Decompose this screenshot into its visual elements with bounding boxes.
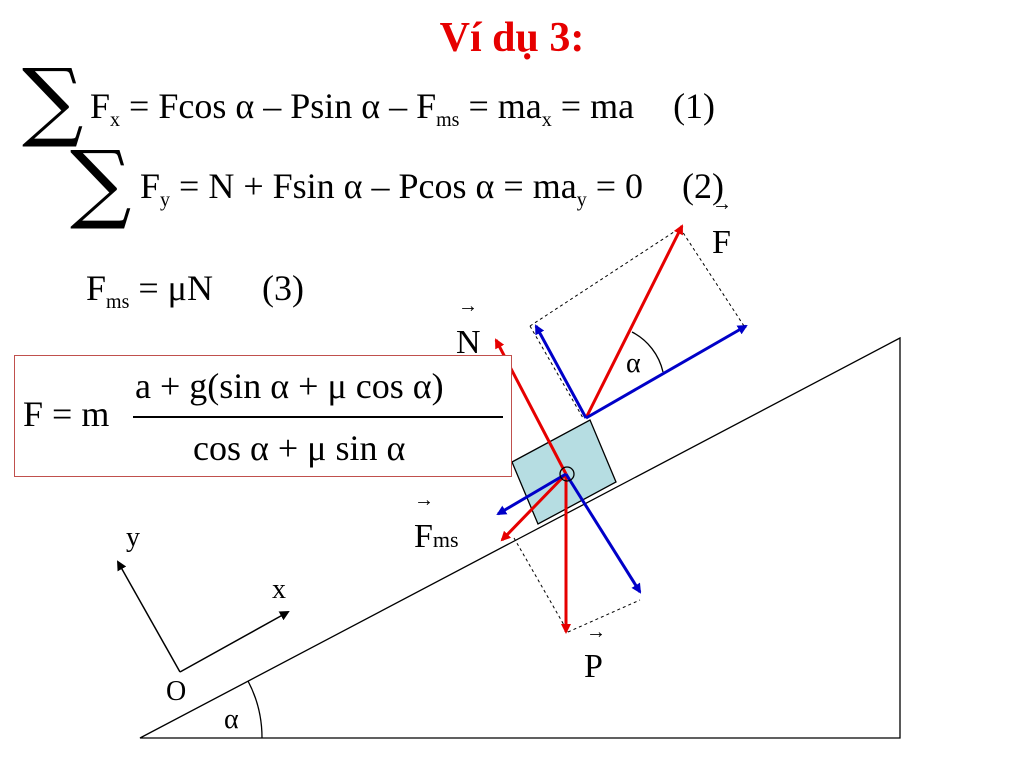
block-center [559,466,575,482]
slide-title: Ví dụ 3: [439,15,585,61]
equation-2: Fy = N + Fsin α – Pcos α = may = 0 (2) [140,166,724,211]
axis-x [179,611,290,673]
label-origin: O [166,676,187,707]
equation-number-1: (1) [673,86,716,126]
label-N: N [456,324,481,361]
construction-lines [513,227,745,633]
F-parallel-component [585,324,748,420]
result-denominator: cos α + μ sin α [193,428,406,468]
force-F-vector [584,224,684,419]
label-axis-x: x [272,574,286,605]
friction-Fms-vector [500,472,568,542]
result-lhs: F = m [23,394,110,434]
label-P-arrow: → [586,621,606,643]
equation-1: Fx = Fcos α – Psin α – Fms = max = ma (1… [90,86,716,131]
label-axis-y: y [126,522,140,553]
fraction-bar [133,416,503,418]
base-angle-arc [247,680,263,739]
F-perp-component [534,324,588,419]
label-alpha-bottom: α [224,704,239,735]
axis-y [117,560,181,673]
result-numerator: a + g(sin α + μ cos α) [135,366,444,406]
label-P: P [584,648,603,685]
incline-plane [139,336,901,739]
P-perp-component [564,473,642,594]
label-alpha-top: α [626,348,641,379]
sum-symbol-2: ∑ [70,133,132,233]
label-F-arrow: → [712,193,732,215]
label-Fms-arrow: → [414,489,434,511]
label-F: F [712,224,731,261]
force-angle-arc [631,331,664,373]
equation-number-2: (2) [682,166,724,206]
result-formula-box: F = m a + g(sin α + μ cos α) cos α + μ s… [14,355,512,477]
label-Fms: Fms [414,518,459,555]
equation-3: Fms = μN (3) [86,268,304,313]
P-parallel-component [496,472,567,516]
sum-symbol-1: ∑ [22,51,84,151]
label-N-arrow: → [458,295,478,317]
equation-number-3: (3) [261,268,304,308]
